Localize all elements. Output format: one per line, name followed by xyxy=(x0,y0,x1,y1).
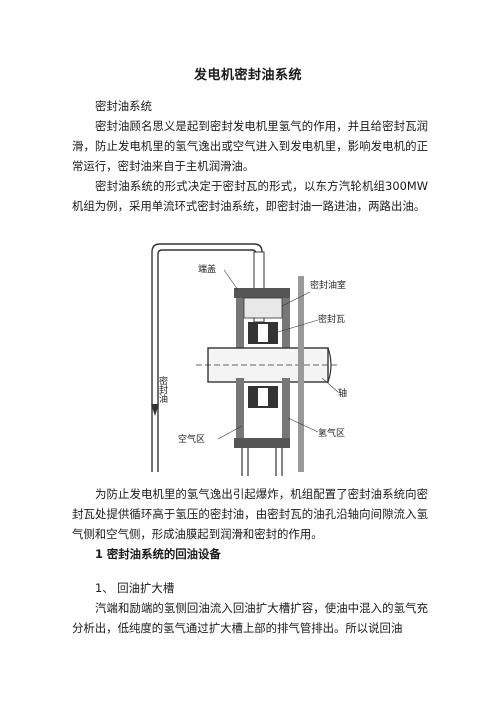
label-hydrogen-side: 氢气区 xyxy=(318,427,345,439)
seal-oil-chamber-box xyxy=(243,297,283,319)
label-seal-oil: 密封油 xyxy=(157,375,168,404)
generator-wall xyxy=(298,276,304,472)
page-title: 发电机密封油系统 xyxy=(193,68,302,83)
paragraph-2: 密封油系统的形式决定于密封瓦的形式，以东方汽轮机组300MW 机组为例，采用单流… xyxy=(72,179,428,213)
housing-right-lower xyxy=(282,378,290,438)
housing-left-upper xyxy=(236,298,244,353)
housing-left-lower xyxy=(236,378,244,438)
seal-ring-lower-hole xyxy=(258,388,268,406)
seal-oil-diagram: 端盖 密封油室 密封瓦 轴 密封油 空气区 氢气区 xyxy=(138,236,362,482)
list-item-1: 1、 回油扩大槽 xyxy=(95,581,175,595)
paragraph-3: 为防止发电机里的氢气逸出引起爆炸，机组配置了密封油系统向密封瓦处提供循环高于氢压… xyxy=(72,487,428,541)
section-heading-1: 1 密封油系统的回油设备 xyxy=(95,547,221,561)
shaft-end xyxy=(327,347,332,383)
label-shaft: 轴 xyxy=(338,387,347,399)
section-label: 密封油系统 xyxy=(95,99,152,113)
housing-right-upper xyxy=(282,298,290,353)
label-seal-ring: 密封瓦 xyxy=(318,313,345,325)
flow-arrow-icon xyxy=(151,404,159,416)
label-air-side: 空气区 xyxy=(178,433,205,445)
oil-supply-pipe xyxy=(151,243,263,472)
label-end-cover: 端盖 xyxy=(198,263,216,275)
housing-bottom xyxy=(234,438,290,448)
seal-diagram-svg: 端盖 密封油室 密封瓦 轴 密封油 空气区 氢气区 xyxy=(151,243,347,476)
label-seal-oil-chamber: 密封油室 xyxy=(310,279,346,291)
housing-top xyxy=(234,288,290,298)
paragraph-1: 密封油顾名思义是起到密封发电机里氢气的作用，并且给密封瓦润滑，防止发电机里的氢气… xyxy=(72,119,428,173)
seal-ring-upper-hole xyxy=(258,324,268,342)
paragraph-4: 汽端和励端的氢侧回油流入回油扩大槽扩容，使油中混入的氢气充分析出，低纯度的氢气通… xyxy=(72,601,428,635)
